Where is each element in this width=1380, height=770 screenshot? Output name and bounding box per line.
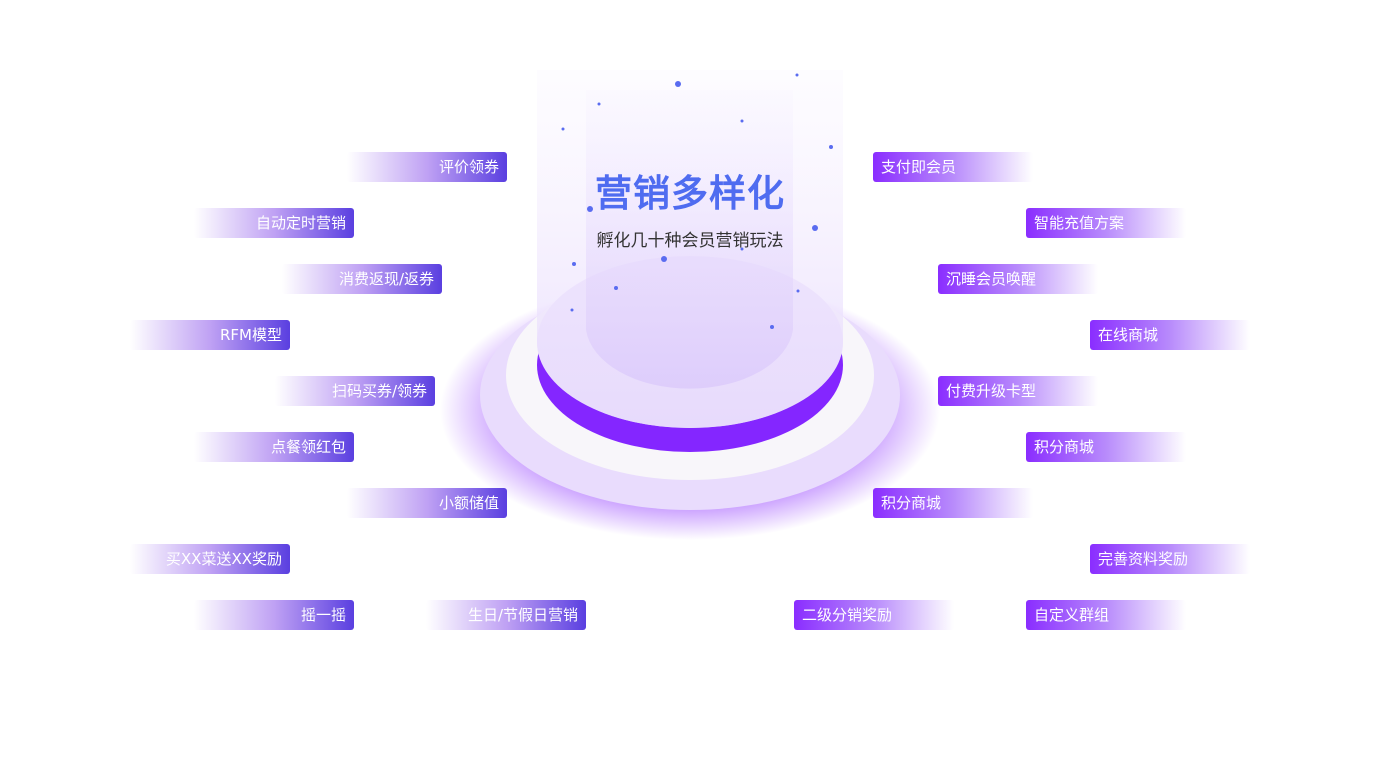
tag-order-red-packet[interactable]: 点餐领红包 [194,432,354,462]
tag-dormant-wakeup[interactable]: 沉睡会员唤醒 [938,264,1098,294]
tag-pay-membership[interactable]: 支付即会员 [873,152,1033,182]
tag-small-deposit[interactable]: 小额储值 [347,488,507,518]
tag-online-mall[interactable]: 在线商城 [1090,320,1250,350]
inner-panel [586,90,793,389]
center-subtitle: 孵化几十种会员营销玩法 [596,231,784,251]
tag-shake[interactable]: 摇一摇 [194,600,354,630]
tag-custom-group[interactable]: 自定义群组 [1026,600,1186,630]
tag-profile-reward[interactable]: 完善资料奖励 [1090,544,1250,574]
tag-paid-upgrade[interactable]: 付费升级卡型 [938,376,1098,406]
tag-rfm-model[interactable]: RFM模型 [130,320,290,350]
tag-review-coupon[interactable]: 评价领券 [347,152,507,182]
tag-distribution-reward[interactable]: 二级分销奖励 [794,600,954,630]
tag-scan-buy-coupon[interactable]: 扫码买券/领券 [275,376,435,406]
center-title: 营销多样化 [595,172,785,215]
tag-holiday-marketing[interactable]: 生日/节假日营销 [426,600,586,630]
particles [561,73,833,329]
tag-points-mall[interactable]: 积分商城 [1026,432,1186,462]
tag-cashback[interactable]: 消费返现/返券 [282,264,442,294]
tag-auto-timed-marketing[interactable]: 自动定时营销 [194,208,354,238]
tag-smart-recharge[interactable]: 智能充值方案 [1026,208,1186,238]
tag-buy-get-reward[interactable]: 买XX菜送XX奖励 [130,544,290,574]
tag-points-mall-2[interactable]: 积分商城 [873,488,1033,518]
